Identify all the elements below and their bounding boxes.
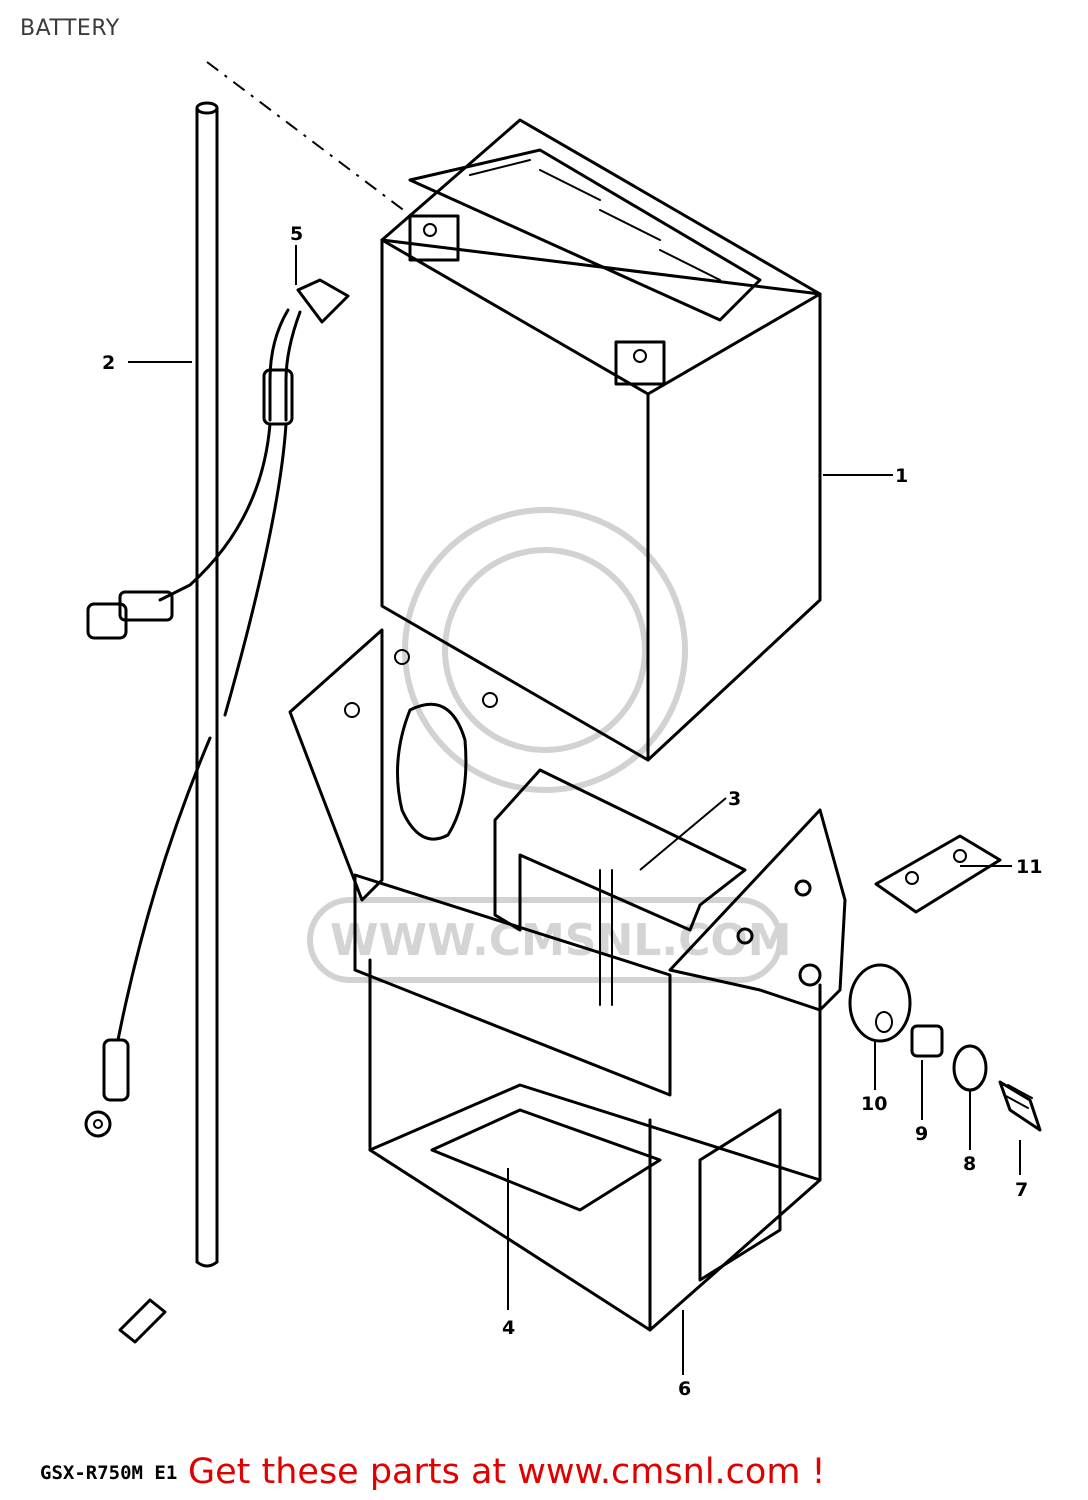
callout-10: 10 — [861, 1093, 887, 1115]
leader-lines — [128, 245, 1021, 1375]
cushion-10 — [848, 963, 912, 1043]
battery — [380, 118, 822, 762]
callout-9: 9 — [915, 1123, 928, 1145]
section-title: BATTERY — [20, 16, 120, 41]
collar-9 — [910, 1024, 944, 1058]
callout-4: 4 — [502, 1317, 515, 1339]
routing-line — [206, 61, 411, 216]
battery-lead — [84, 278, 350, 1138]
callout-6: 6 — [678, 1378, 691, 1400]
callout-1: 1 — [895, 465, 908, 487]
screw-7 — [998, 1080, 1042, 1132]
parts-shop-link[interactable]: Get these parts at www.cmsnl.com ! — [188, 1452, 826, 1492]
front-arrow-icon — [118, 1298, 167, 1344]
model-code: GSX-R750M E1 — [40, 1462, 178, 1484]
vent-tube — [195, 101, 219, 1268]
plate — [874, 834, 1002, 914]
cushion — [493, 768, 747, 932]
callout-11: 11 — [1016, 856, 1042, 878]
callout-3: 3 — [728, 788, 741, 810]
battery-holder — [288, 628, 847, 1332]
callout-2: 2 — [102, 352, 115, 374]
callout-8: 8 — [963, 1153, 976, 1175]
callout-5: 5 — [290, 223, 303, 245]
callout-7: 7 — [1015, 1179, 1028, 1201]
washer-8 — [952, 1044, 988, 1092]
